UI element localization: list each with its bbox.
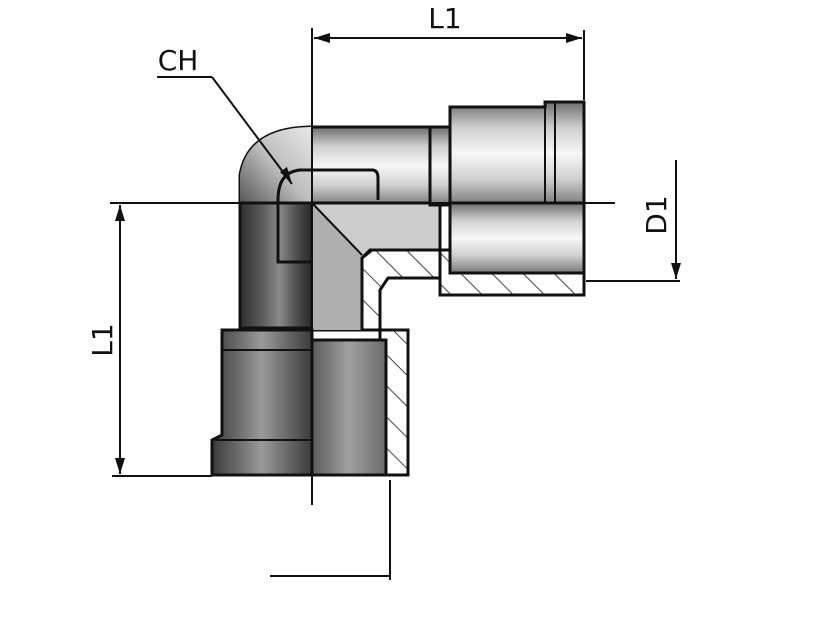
label-ch: CH	[158, 44, 199, 77]
elbow-bend	[238, 125, 442, 207]
dimension-label-d1: D1	[640, 195, 673, 234]
section-cut	[310, 201, 442, 332]
lower-socket	[210, 328, 410, 477]
dimension-d1: D1	[586, 160, 681, 282]
dimension-side-l1: L1	[86, 205, 212, 477]
bottom-leader	[270, 480, 391, 580]
center-lines	[110, 28, 615, 505]
dimension-label-top-l1: L1	[428, 2, 461, 35]
hatched-wall-horizontal	[360, 248, 442, 332]
hex-socket-outline	[276, 168, 380, 264]
dimension-top-l1: L1	[314, 2, 585, 100]
vertical-body	[238, 201, 314, 330]
leader-ch: CH	[157, 44, 293, 185]
dimension-label-side-l1: L1	[86, 323, 119, 356]
horizontal-arm	[428, 100, 586, 297]
